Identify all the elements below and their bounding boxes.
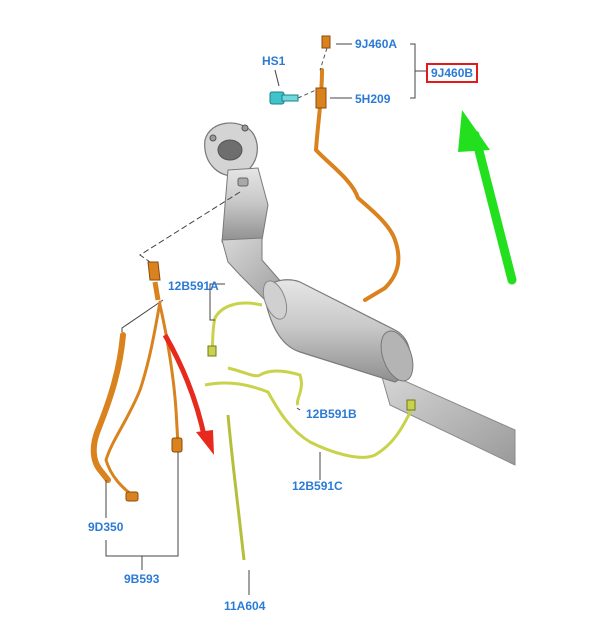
catalytic-converter-assembly bbox=[204, 122, 291, 306]
callout-leaders bbox=[105, 43, 426, 595]
callout-9j460b-highlighted[interactable]: 9J460B bbox=[426, 63, 479, 83]
upper-sensor-harness bbox=[313, 35, 401, 302]
bolt-icon bbox=[269, 89, 317, 105]
callout-12b591b[interactable]: 12B591B bbox=[306, 407, 357, 421]
red-arrow-icon bbox=[162, 333, 214, 455]
tail-pipe bbox=[379, 369, 516, 466]
callout-9b593[interactable]: 9B593 bbox=[124, 572, 160, 586]
leader-lines bbox=[121, 191, 241, 332]
callout-9d350[interactable]: 9D350 bbox=[88, 520, 124, 534]
callout-12b591a[interactable]: 12B591A bbox=[168, 279, 219, 293]
callout-5h209[interactable]: 5H209 bbox=[355, 92, 391, 106]
resonator bbox=[262, 279, 414, 383]
temperature-sensor-harnesses bbox=[204, 301, 416, 561]
callout-11a604[interactable]: 11A604 bbox=[224, 599, 266, 613]
callout-hs1[interactable]: HS1 bbox=[262, 54, 286, 68]
lower-sensor-harness bbox=[90, 261, 183, 502]
callout-12b591c[interactable]: 12B591C bbox=[292, 479, 343, 493]
callout-9j460a[interactable]: 9J460A bbox=[355, 37, 398, 51]
green-arrow-icon bbox=[458, 110, 517, 285]
